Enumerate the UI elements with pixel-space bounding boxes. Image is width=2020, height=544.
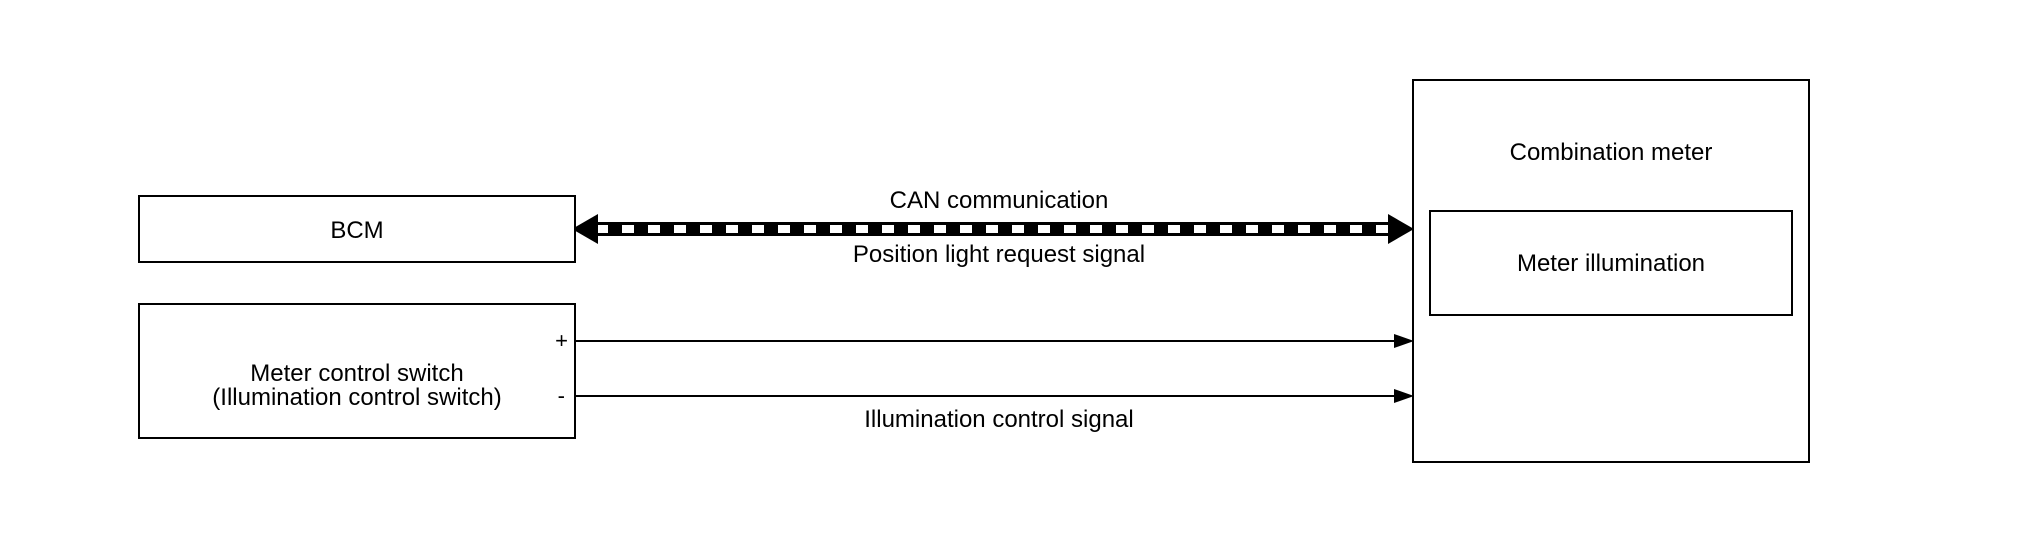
can-bus-arrow [572,214,1414,244]
can-arrowhead-right [1388,214,1414,244]
minus-arrowhead [1394,389,1414,403]
bcm-label: BCM [330,217,384,244]
minus-terminal-sign: - [557,383,565,408]
bcm-block: BCM [138,195,576,263]
can-communication-label: CAN communication [889,187,1109,214]
minus-signal-line [575,389,1414,403]
illumination-control-signal-label: Illumination control signal [864,406,1134,433]
combination-meter-label: Combination meter [1509,139,1713,166]
meter-illumination-label: Meter illumination [1516,250,1706,277]
can-arrowhead-left [572,214,598,244]
meter-control-switch-label-line1: Meter control switch [250,360,464,387]
plus-terminal-sign: + [555,328,568,353]
combination-meter-block: Combination meter Meter illumination [1412,79,1810,463]
meter-control-switch-label-line2: (Illumination control switch) [212,384,502,411]
position-light-request-label: Position light request signal [852,241,1146,268]
meter-illumination-block: Meter illumination [1429,210,1793,316]
plus-arrowhead [1394,334,1414,348]
plus-signal-line [575,334,1414,348]
meter-control-switch-block: Meter control switch (Illumination contr… [138,303,576,439]
